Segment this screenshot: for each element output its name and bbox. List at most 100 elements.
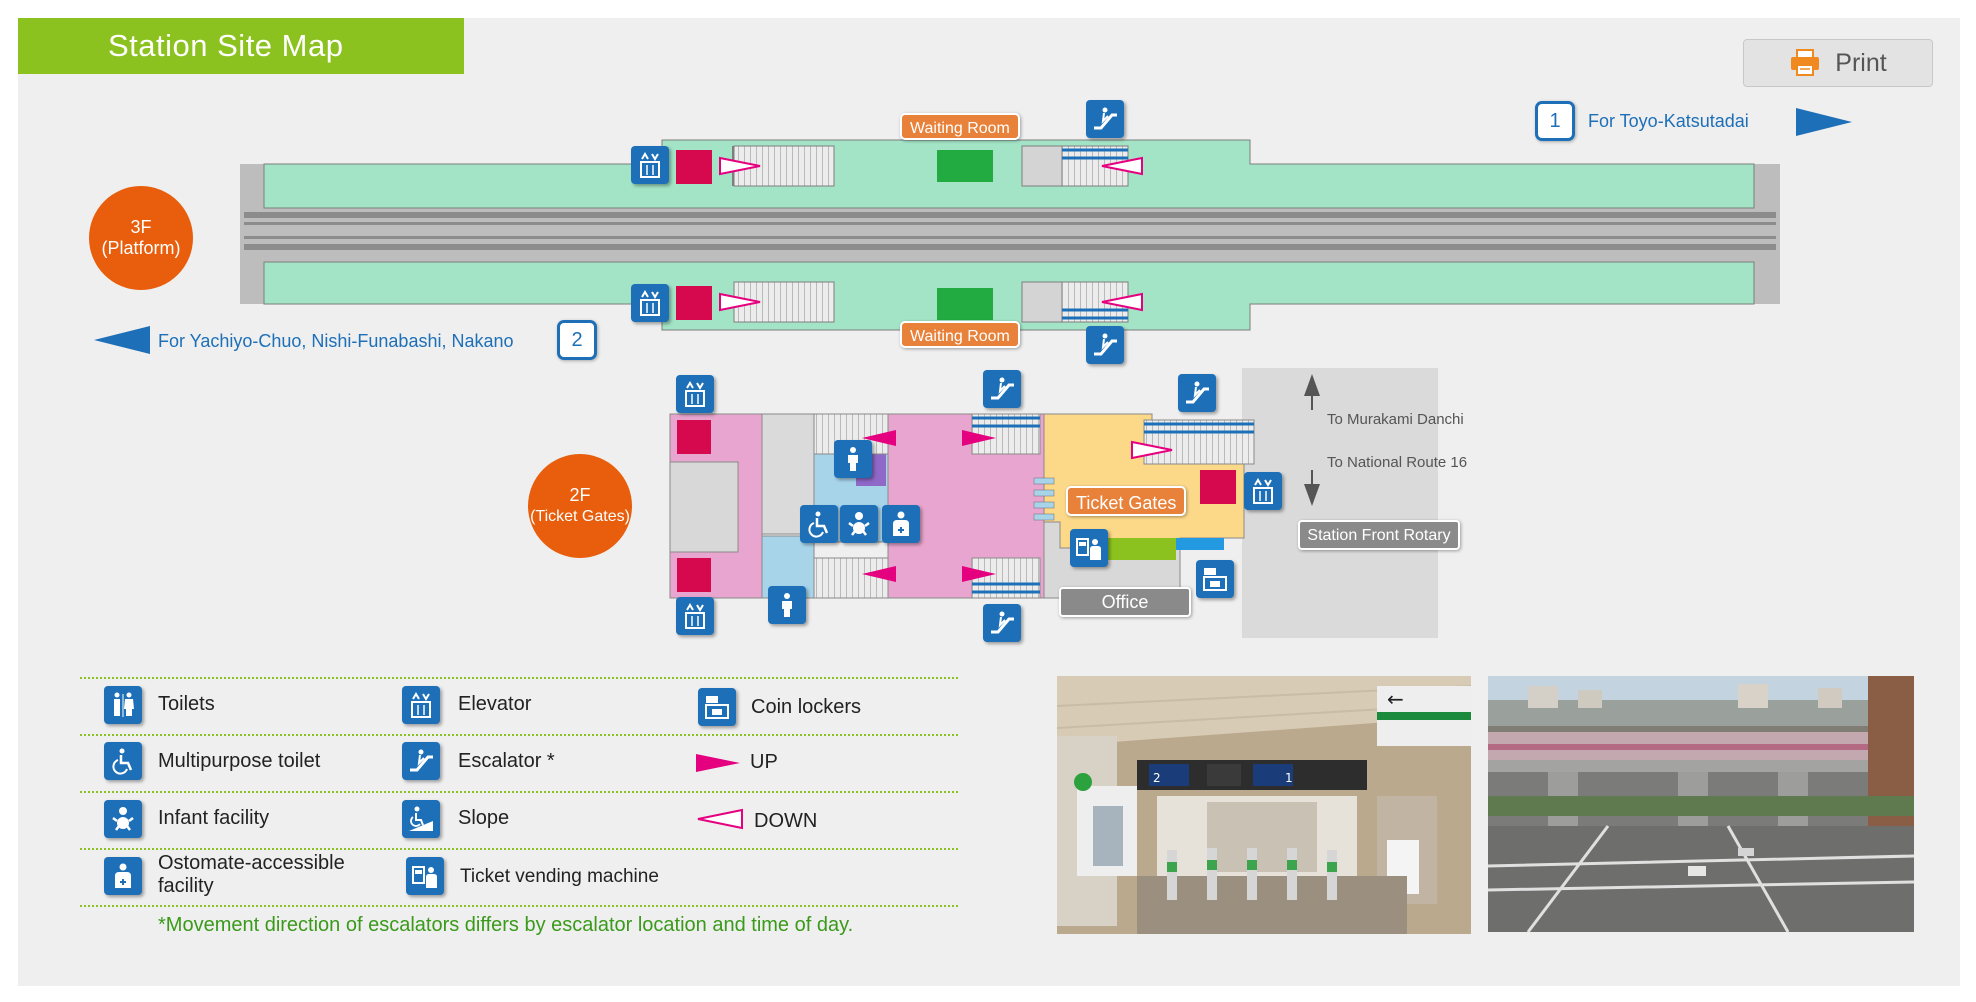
legend-ticket-vending-icon [406,857,444,895]
elevator-block [677,558,711,592]
down-arrow [1101,292,1143,312]
down-arrow [1101,156,1143,176]
down-arrow [719,292,761,312]
toilet-icon [834,440,872,478]
legend-up-label: UP [750,751,778,773]
rail [244,222,1776,225]
platform-2-badge: 2 [557,320,597,360]
platform-2 [263,261,1755,331]
rail [244,212,1776,218]
legend-ostomate-label: Ostomate-accessible facility [158,852,345,898]
direction-arrow-right [1796,108,1852,136]
escalator-icon [983,604,1021,642]
station-front-rotary-label: Station Front Rotary [1298,520,1460,550]
down-arrow [1131,440,1173,460]
ticket-vending-area [1108,538,1176,560]
elevator-icon [676,597,714,635]
escalator-stairs [971,413,1041,455]
svg-text:←: ← [1387,687,1404,711]
floor-2f-sublabel: (Ticket Gates) [530,508,630,525]
escalator-stairs [1143,419,1255,465]
station-exterior-photo [1488,676,1914,932]
elevator-icon [631,284,669,322]
elevator-block [1200,470,1236,504]
legend-down-label: DOWN [754,810,818,832]
elevator-icon [631,146,669,184]
legend-multipurpose-toilet-label: Multipurpose toilet [158,750,321,772]
legend-elevator-icon [402,686,440,724]
platform-1 [263,139,1755,209]
floor-3f-sublabel: (Platform) [101,238,181,258]
ostomate-icon [882,505,920,543]
legend-ostomate-line2: facility [158,875,214,897]
elevator-block [677,420,711,454]
legend-toilets-icon [104,686,142,724]
printer-icon [1791,49,1820,76]
elevator-block [676,286,712,320]
direction-arrow-up [1304,374,1320,396]
legend-infant-facility-icon [104,800,142,838]
up-arrow [862,566,896,582]
legend-divider [80,677,958,679]
waiting-room-label: Waiting Room [900,113,1020,140]
floor-2f-badge: 2F (Ticket Gates) [528,454,632,558]
platform-1-direction: For Toyo-Katsutadai [1588,111,1749,131]
legend-elevator-label: Elevator [458,693,532,715]
waiting-room-block [937,288,993,320]
ticket-gate-photo: 2 1 ← [1057,676,1471,934]
legend-down-arrow [697,808,743,830]
rail [244,244,1776,250]
escalator-icon [1086,326,1124,364]
multipurpose-toilet-icon [800,505,838,543]
legend-slope-label: Slope [458,807,510,829]
legend-slope-icon [402,800,440,838]
ticket-vending-machine-icon [1070,529,1108,567]
up-arrow [962,430,996,446]
waiting-room-block [937,150,993,182]
elevator-icon [676,375,714,413]
stairs [733,145,835,187]
floor-3f-label: 3F [130,217,152,237]
office-label: Office [1059,587,1191,617]
legend-multipurpose-toilet-icon [104,742,142,780]
escalator-icon [1086,100,1124,138]
legend-escalator-icon [402,742,440,780]
print-button[interactable]: Print [1743,39,1933,87]
legend-ticket-vending-label: Ticket vending machine [460,866,659,887]
photo-sign-2: 2 [1153,771,1161,785]
escalator-icon [1178,374,1216,412]
print-button-label: Print [1835,48,1887,77]
page-title: Station Site Map [18,18,464,74]
platform-1-badge: 1 [1535,101,1575,141]
direction-arrow-down [1304,484,1320,506]
infant-facility-icon [840,505,878,543]
elevator-block [676,150,712,184]
escalator-note: *Movement direction of escalators differ… [158,914,854,936]
rail [244,236,1776,239]
legend-ostomate-icon [104,857,142,895]
ticket-gates-label: Ticket Gates [1066,486,1187,516]
up-arrow [862,430,896,446]
platform-2-direction: For Yachiyo-Chuo, Nishi-Funabashi, Nakan… [158,331,514,351]
legend-toilets-label: Toilets [158,693,215,715]
floor-3f-badge: 3F (Platform) [89,186,193,290]
coin-locker-icon [1196,560,1234,598]
legend-divider [80,734,958,736]
legend-infant-facility-label: Infant facility [158,807,270,829]
legend-divider [80,791,958,793]
to-route16-label: To National Route 16 [1327,454,1468,471]
floor-2f-label: 2F [569,485,591,505]
photo-sign-1: 1 [1285,771,1293,785]
direction-arrow-left [94,326,150,354]
legend-divider [80,905,958,907]
waiting-room-label: Waiting Room [900,321,1020,348]
toilet-icon [768,586,806,624]
legend-up-arrow [696,754,740,772]
legend-ostomate-line1: Ostomate-accessible [158,852,345,874]
elevator-icon [1244,472,1282,510]
stairs [813,557,891,599]
to-murakami-label: To Murakami Danchi [1327,411,1464,428]
up-arrow [962,566,996,582]
legend-coin-locker-icon [698,688,736,726]
legend-escalator-label: Escalator * [458,750,555,772]
